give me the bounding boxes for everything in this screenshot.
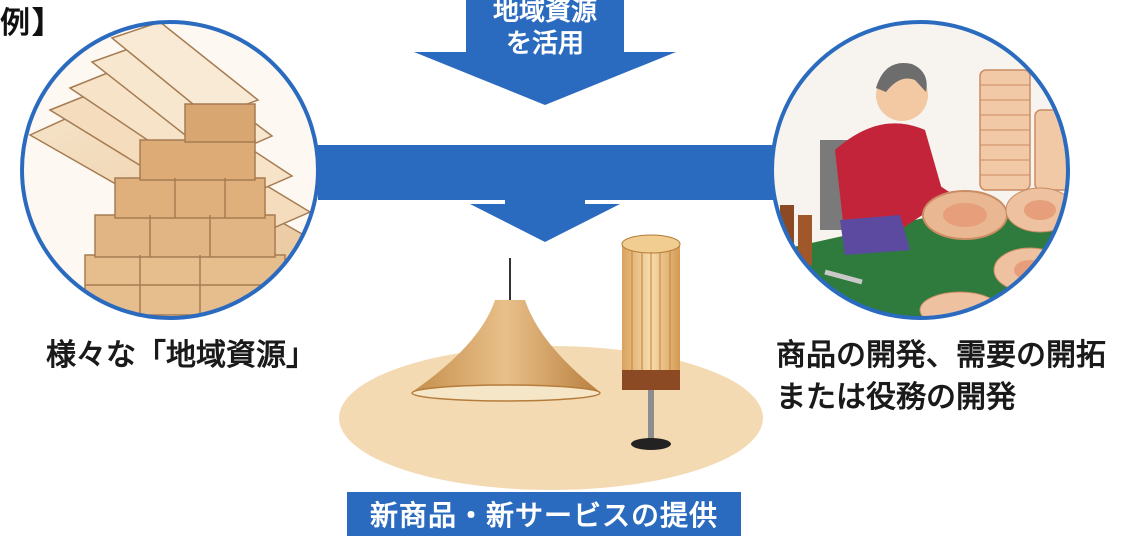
lamps-scene — [339, 234, 763, 490]
lumber-circle — [20, 20, 320, 320]
arrow-label: 地域資源 を活用 — [466, 0, 624, 60]
right-caption-line1: 商品の開発、需要の開拓 — [776, 338, 1106, 373]
arrow-label-line2: を活用 — [505, 29, 584, 59]
arrow-label-line1: 地域資源 — [492, 0, 597, 27]
cropped-title-fragment: 例】 — [0, 6, 64, 41]
left-caption: 様々な「地域資源」 — [46, 338, 316, 373]
right-caption: 商品の開発、需要の開拓 または役務の開発 — [776, 335, 1106, 419]
connector-arrow — [318, 145, 784, 242]
top-down-arrow — [414, 0, 676, 105]
right-caption-line2: または役務の開発 — [776, 380, 1016, 415]
result-banner: 新商品・新サービスの提供 — [347, 492, 741, 536]
craftsman-circle — [770, 20, 1070, 320]
